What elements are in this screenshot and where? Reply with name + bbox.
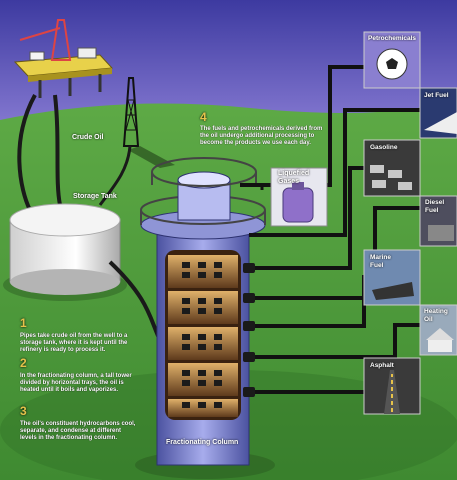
step-1-number: 1 — [20, 316, 27, 330]
fractionating-column-label: Fractionating Column — [166, 439, 239, 446]
step-2-text: In the fractionating column, a tall towe… — [20, 373, 132, 394]
liquefied-gases-label: Liquefied Gases — [278, 170, 309, 186]
heating-line-1: Heating — [424, 308, 448, 315]
gasoline-label: Gasoline — [370, 144, 398, 151]
gas-canister-icon — [282, 187, 314, 223]
marine-line-2: Fuel — [370, 261, 384, 269]
diesel-line-2: Fuel — [425, 206, 439, 214]
heating-line-2: Oil — [424, 315, 433, 323]
storage-tank-icon — [3, 203, 127, 301]
product-panels — [363, 31, 457, 415]
marine-line-1: Marine — [370, 254, 391, 261]
asphalt-label: Asphalt — [370, 362, 394, 369]
pipe-derrick-to-tank — [98, 145, 132, 206]
step-4-number: 4 — [200, 110, 207, 124]
diesel-fuel-label: Diesel Fuel — [425, 199, 444, 214]
liquefied-gases-line-2: Gases — [278, 178, 300, 185]
fractionating-column — [135, 157, 275, 479]
step-3-number: 3 — [20, 404, 27, 418]
offshore-oil-rig-icon — [13, 19, 114, 98]
jet-icon — [424, 112, 457, 134]
liquefied-gases-line-1: Liquefied — [278, 170, 310, 177]
crude-oil-label: Crude Oil — [72, 134, 104, 141]
ship-icon — [372, 282, 414, 300]
pipe-rig-to-tank-2 — [53, 94, 62, 206]
pipe-rig-to-tank-1 — [17, 94, 37, 211]
step-3-text: The oil's constituent hydrocarbons cool,… — [20, 421, 136, 442]
diesel-line-1: Diesel — [425, 199, 445, 206]
step-4-text: The fuels and petrochemicals derived fro… — [200, 126, 323, 147]
petrochemicals-label: Petrochemicals — [368, 35, 417, 42]
step-1-text: Pipes take crude oil from the well to a … — [20, 333, 128, 354]
step-2-number: 2 — [20, 356, 27, 370]
storage-tank-label: Storage Tank — [73, 193, 117, 200]
heating-oil-label: Heating Oil — [424, 308, 448, 323]
jet-fuel-label: Jet Fuel — [424, 92, 449, 99]
marine-fuel-label: Marine Fuel — [370, 254, 391, 269]
